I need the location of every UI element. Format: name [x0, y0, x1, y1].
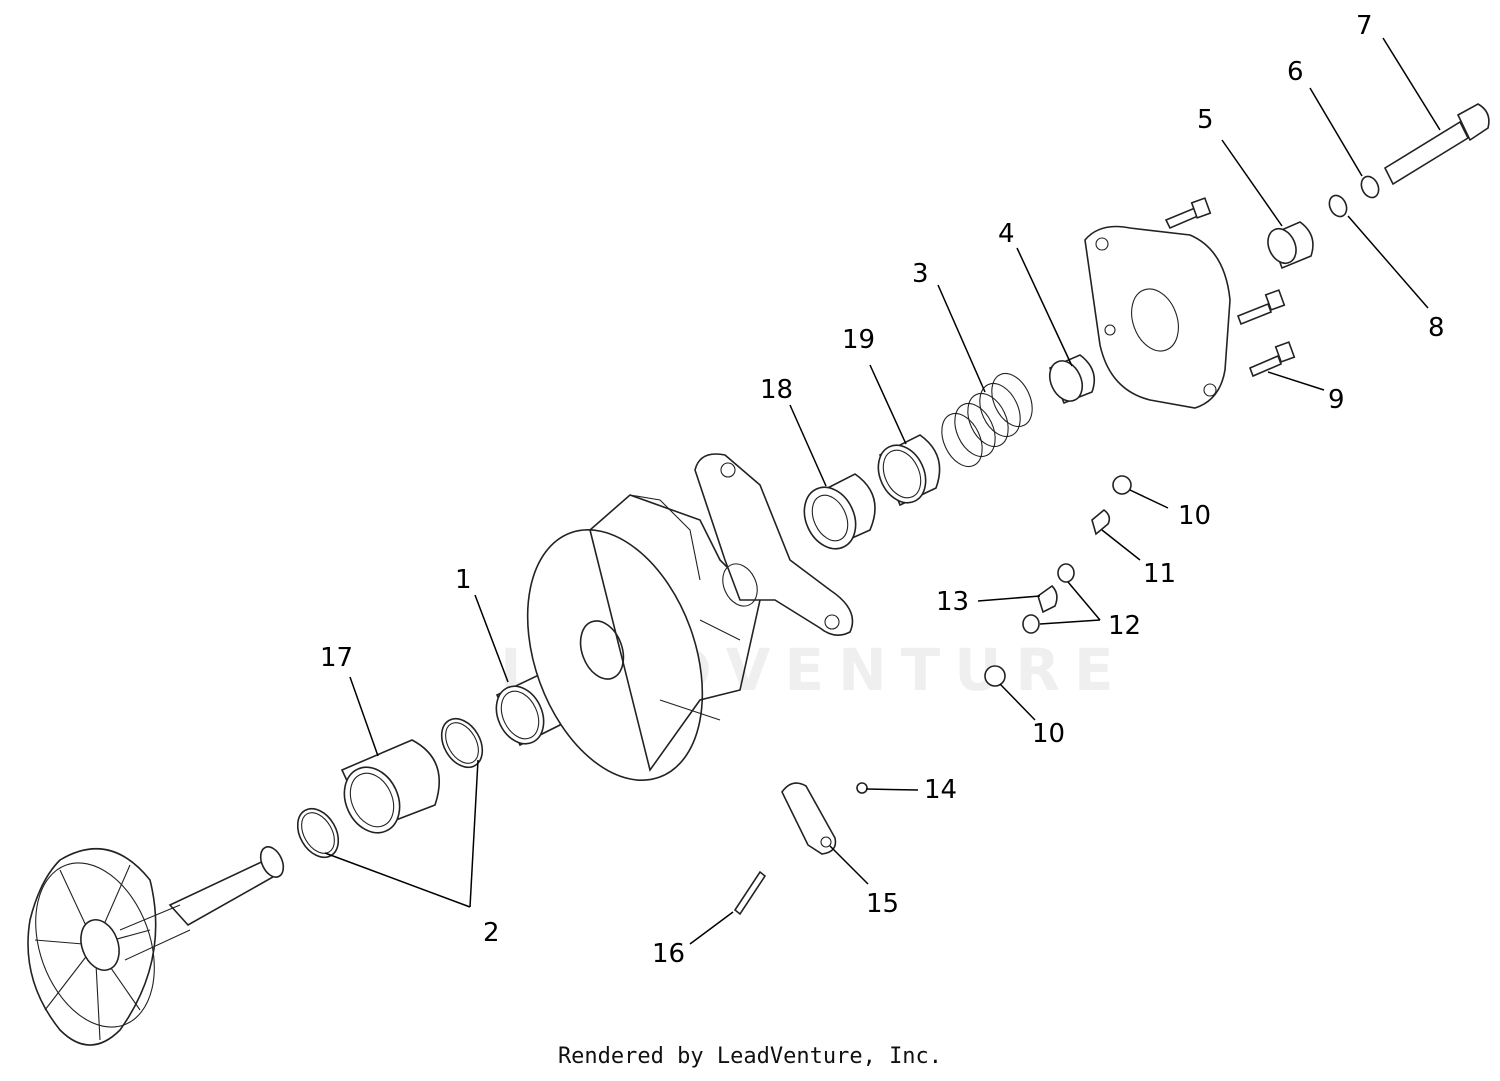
snap-ring-right [440, 717, 484, 769]
cap-10-lower [984, 665, 1006, 687]
cap-10-upper [1112, 475, 1132, 495]
spacer-5 [1267, 221, 1314, 270]
callout-17: 17 [320, 643, 353, 673]
callout-9: 9 [1328, 385, 1345, 415]
leader-lines [324, 37, 1441, 945]
bushing-19 [877, 434, 941, 507]
callout-14: 14 [924, 775, 957, 805]
washer-8 [1328, 194, 1348, 218]
sleeve-17 [340, 739, 441, 834]
callout-5: 5 [1197, 105, 1214, 135]
bearing-18 [803, 473, 876, 550]
callout-2: 2 [483, 918, 500, 948]
callout-11: 11 [1143, 559, 1176, 589]
sheave-housing [526, 494, 761, 781]
callout-3: 3 [912, 259, 929, 289]
callout-10-lower: 10 [1032, 719, 1065, 749]
callout-16: 16 [652, 939, 685, 969]
callout-6: 6 [1287, 57, 1304, 87]
callout-15: 15 [866, 889, 899, 919]
callout-labels: 1 2 3 4 5 6 7 8 9 10 11 12 13 14 15 16 1… [320, 11, 1445, 969]
callout-8: 8 [1428, 313, 1445, 343]
long-bolt-7 [1383, 103, 1490, 186]
fan-shaft-assembly [27, 846, 285, 1046]
nut-14 [856, 782, 868, 794]
snap-ring-left [296, 807, 340, 859]
callout-4: 4 [998, 219, 1015, 249]
callout-10-upper: 10 [1178, 501, 1211, 531]
callout-19: 19 [842, 325, 875, 355]
callout-1: 1 [455, 565, 472, 595]
washer-12-upper [1057, 563, 1075, 583]
callout-13: 13 [936, 587, 969, 617]
washer-6 [1360, 175, 1380, 199]
spring-3 [941, 372, 1033, 468]
roller-13 [1037, 584, 1058, 614]
callout-12: 12 [1108, 611, 1141, 641]
footer-credit: Rendered by LeadVenture, Inc. [557, 1044, 943, 1069]
bushing-4 [1048, 354, 1096, 405]
pin-11 [1091, 508, 1111, 536]
callout-7: 7 [1356, 11, 1373, 41]
washer-12-lower [1022, 614, 1040, 634]
spider-arm [694, 453, 854, 636]
pin-16 [733, 870, 767, 916]
callout-18: 18 [760, 375, 793, 405]
flyweight-15 [781, 782, 837, 855]
cover-plate [1084, 225, 1231, 409]
bolts-9 [1164, 197, 1296, 378]
